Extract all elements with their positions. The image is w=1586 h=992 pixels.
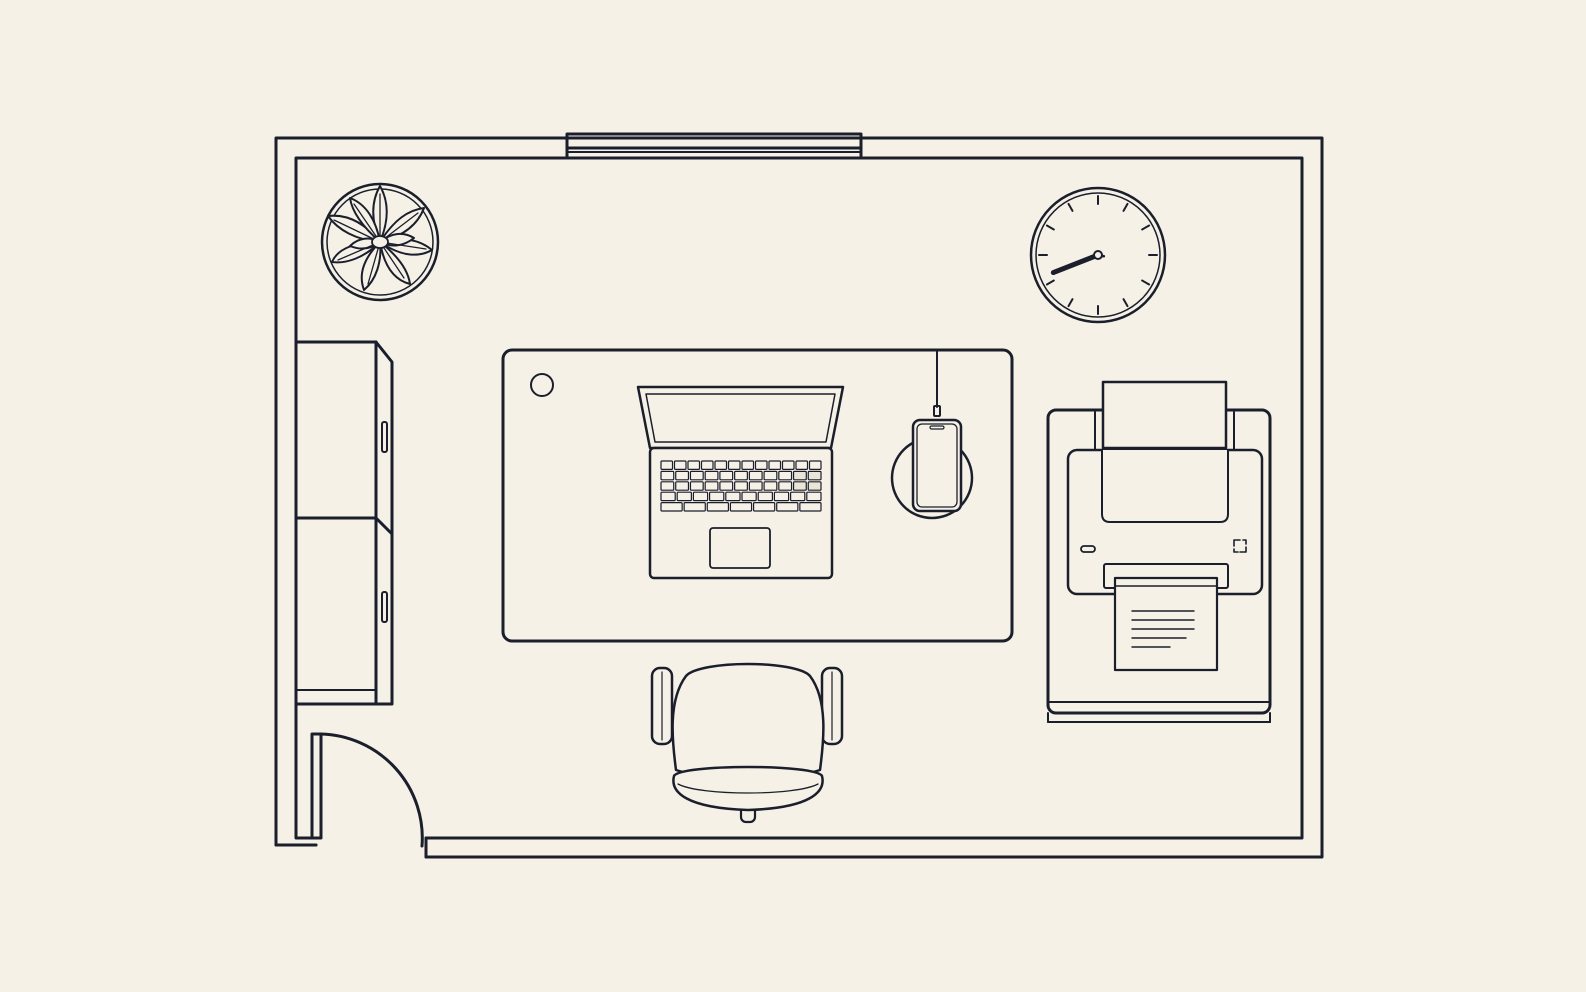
laptop-key <box>779 482 792 490</box>
clock-tick <box>1124 299 1128 306</box>
laptop-key <box>800 503 821 511</box>
laptop-key <box>810 461 822 469</box>
laptop-key <box>676 482 689 490</box>
printer-status-icon <box>1234 540 1246 552</box>
laptop-key <box>661 492 675 500</box>
laptop-key <box>730 503 751 511</box>
laptop-key <box>690 482 703 490</box>
laptop-key <box>661 503 682 511</box>
laptop-key <box>661 471 674 479</box>
laptop-key <box>735 482 748 490</box>
laptop-key <box>705 482 718 490</box>
laptop-key <box>690 471 703 479</box>
laptop-key <box>754 503 775 511</box>
clock-hour-hand <box>1053 255 1098 273</box>
clock-tick <box>1069 299 1073 306</box>
laptop-key <box>791 492 805 500</box>
charging-cable <box>934 350 940 416</box>
wall-clock <box>1031 188 1165 322</box>
laptop-key <box>749 471 762 479</box>
cable-grommet <box>531 374 553 396</box>
cabinet <box>296 342 392 704</box>
laptop-key <box>742 492 756 500</box>
chair-seat <box>673 767 822 810</box>
laptop-key <box>764 471 777 479</box>
laptop-key <box>777 503 798 511</box>
paper-tray <box>1103 382 1226 448</box>
clock-ticks <box>1039 196 1157 314</box>
laptop-key <box>688 461 700 469</box>
clock-tick <box>1142 226 1149 230</box>
clock-tick <box>1124 204 1128 211</box>
desk-chair <box>652 664 842 822</box>
potted-plant <box>322 184 438 300</box>
laptop-key <box>720 482 733 490</box>
laptop-key <box>764 482 777 490</box>
clock-tick <box>1069 204 1073 211</box>
printer-button <box>1081 546 1095 552</box>
door-swing-arc <box>321 734 422 846</box>
laptop-trackpad <box>710 528 770 568</box>
laptop-key <box>675 461 687 469</box>
laptop-key <box>729 461 741 469</box>
cabinet-handle-top <box>382 422 387 452</box>
laptop-key <box>715 461 727 469</box>
laptop-key <box>769 461 781 469</box>
laptop-key <box>808 471 821 479</box>
clock-face <box>1031 188 1165 322</box>
laptop-key <box>661 482 674 490</box>
chair-back <box>673 664 824 778</box>
laptop-key <box>807 492 821 500</box>
laptop-key <box>705 471 718 479</box>
laptop-key <box>794 471 807 479</box>
laptop-key <box>774 492 788 500</box>
laptop-key <box>742 461 754 469</box>
laptop-key <box>702 461 714 469</box>
wall-window <box>567 134 861 158</box>
laptop-base <box>650 448 832 578</box>
laptop-key <box>756 461 768 469</box>
laptop-key <box>710 492 724 500</box>
laptop-keyboard <box>661 461 821 511</box>
laptop-key <box>726 492 740 500</box>
laptop-key <box>677 492 691 500</box>
laptop <box>638 387 843 578</box>
laptop-key <box>808 482 821 490</box>
laptop-key <box>796 461 808 469</box>
printed-page <box>1115 578 1217 670</box>
laptop-key <box>749 482 762 490</box>
laptop-screen <box>638 387 843 448</box>
laptop-key <box>794 482 807 490</box>
laptop-key <box>779 471 792 479</box>
door <box>312 734 422 846</box>
laptop-key <box>693 492 707 500</box>
laptop-key <box>720 471 733 479</box>
laptop-key <box>783 461 795 469</box>
laptop-key <box>758 492 772 500</box>
laptop-key <box>676 471 689 479</box>
clock-tick <box>1047 226 1054 230</box>
laptop-key <box>707 503 728 511</box>
clock-tick <box>1047 281 1054 285</box>
printer <box>1068 382 1262 670</box>
clock-tick <box>1142 281 1149 285</box>
printed-text-lines <box>1132 611 1194 647</box>
smartphone <box>913 420 961 511</box>
laptop-key <box>684 503 705 511</box>
laptop-key <box>735 471 748 479</box>
cabinet-handle-bottom <box>382 592 387 622</box>
laptop-key <box>661 461 673 469</box>
